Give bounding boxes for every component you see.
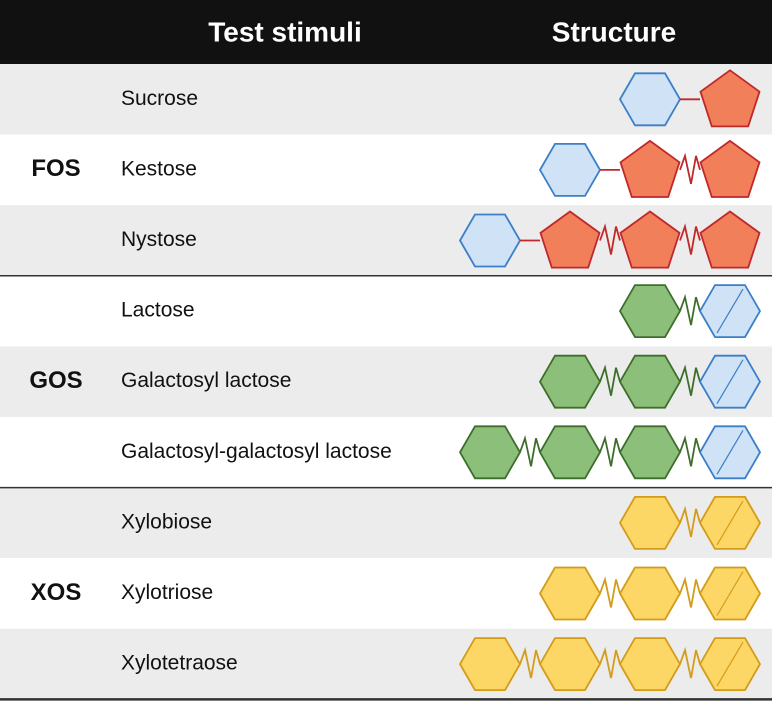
galactose-hexagon: [538, 354, 602, 409]
structure-row-xylotetraose: Xylotetraose: [0, 628, 772, 700]
structure-row-xylotriose: Xylotriose: [0, 558, 772, 629]
xylose-reducing-end-slash: [716, 500, 744, 546]
group-label-fos: FOS: [31, 155, 80, 182]
stimulus-name: Lactose: [121, 299, 195, 322]
fructose-pentagon: [619, 210, 681, 269]
xylose-reducing-end-slash: [716, 641, 744, 687]
header-test-stimuli: Test stimuli: [208, 16, 362, 47]
glucose-reducing-end-slash: [716, 359, 744, 405]
galactose-hexagon: [618, 354, 682, 409]
stimulus-name: Xylotetraose: [121, 652, 238, 675]
glycosidic-link-zigzag: [599, 646, 621, 679]
group-label-gos: GOS: [29, 367, 82, 394]
fructose-pentagon: [619, 139, 681, 198]
header-structure: Structure: [552, 16, 676, 47]
structure-row-xylobiose: Xylobiose: [0, 487, 772, 559]
structure-row-nystose: Nystose: [0, 205, 772, 276]
xylose-hexagon: [618, 637, 682, 691]
xylose-hexagon: [538, 566, 602, 621]
glycosidic-link-zigzag: [679, 576, 701, 608]
xylose-reducing-end-slash: [716, 571, 744, 616]
structure-row-kestose: Kestose: [0, 134, 772, 206]
structure-row-lactose: Lactose: [0, 275, 772, 347]
stimulus-name: Kestose: [121, 157, 197, 180]
glycosidic-link-zigzag: [679, 152, 701, 185]
glycosidic-link-zigzag: [679, 223, 701, 255]
stimulus-name: Xylotriose: [121, 581, 213, 604]
galactose-hexagon: [538, 425, 602, 480]
galactose-hexagon: [618, 425, 682, 480]
fructose-pentagon: [539, 210, 601, 269]
structure-row-sucrose: Sucrose: [0, 64, 772, 135]
glycosidic-link-zigzag: [599, 223, 621, 255]
galactose-hexagon: [618, 284, 682, 339]
glycosidic-link-zigzag: [679, 364, 701, 396]
xylose-hexagon: [538, 637, 602, 691]
structure-row-galactosyl-lactose: Galactosyl lactose: [0, 346, 772, 417]
glucose-reducing-end-slash: [716, 429, 744, 475]
glycosidic-link-zigzag: [599, 435, 621, 467]
xylose-hexagon: [458, 637, 522, 691]
fructose-pentagon: [699, 139, 761, 198]
fructose-pentagon: [699, 210, 761, 269]
stimulus-name: Galactosyl-galactosyl lactose: [121, 440, 392, 463]
fructose-pentagon: [699, 69, 761, 128]
glycosidic-link-zigzag: [679, 646, 701, 679]
glycosidic-link-zigzag: [599, 576, 621, 608]
group-separators: [0, 275, 772, 701]
xylose-hexagon: [618, 495, 682, 550]
stimulus-name: Galactosyl lactose: [121, 369, 291, 392]
stimulus-name: Nystose: [121, 228, 197, 251]
glycosidic-link-zigzag: [519, 646, 541, 679]
stimulus-name: Sucrose: [121, 87, 198, 110]
galactose-hexagon: [458, 425, 522, 480]
group-label-xos: XOS: [31, 579, 82, 606]
glycosidic-link-zigzag: [679, 505, 701, 538]
glucose-hexagon: [538, 142, 602, 197]
structure-row-galactosyl-galactosyl-lactose: Galactosyl-galactosyl lactose: [0, 417, 772, 488]
stimulus-name: Xylobiose: [121, 510, 212, 533]
glycosidic-link-zigzag: [679, 293, 701, 326]
glucose-hexagon: [618, 72, 682, 127]
glucose-reducing-end-slash: [716, 288, 744, 334]
xylose-hexagon: [618, 566, 682, 621]
glucose-hexagon: [458, 213, 522, 268]
header-bar: [0, 0, 772, 64]
glycosidic-link-zigzag: [519, 435, 541, 467]
glycosidic-link-zigzag: [679, 435, 701, 467]
glycosidic-link-zigzag: [599, 364, 621, 396]
